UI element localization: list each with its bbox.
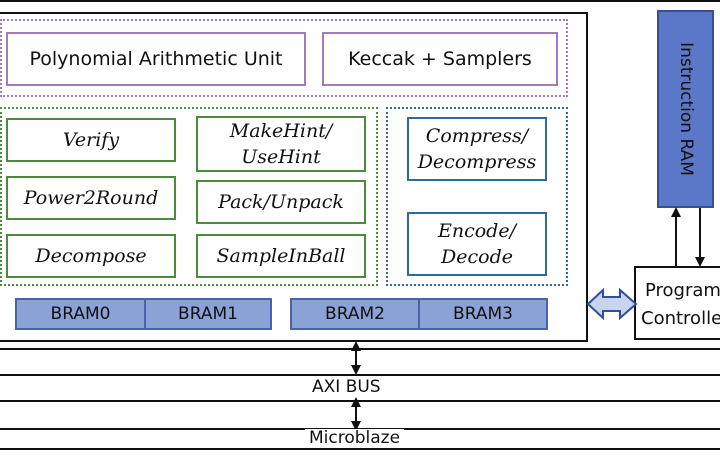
bram2-block: BRAM2 [290, 298, 420, 330]
encode-decode-unit: Encode/ Decode [407, 212, 547, 276]
controller-label: Controller [641, 308, 720, 329]
blue-units-group [386, 107, 568, 286]
decompose-unit: Decompose [6, 234, 176, 278]
microblaze-line-bottom [0, 448, 720, 450]
microblaze-label: Microblaze [305, 429, 405, 447]
main-core-block [0, 12, 588, 342]
pack-unpack-unit: Pack/Unpack [196, 180, 366, 224]
polynomial-arithmetic-unit: Polynomial Arithmetic Unit [6, 32, 306, 86]
keccak-samplers-unit: Keccak + Samplers [322, 32, 558, 86]
compress-decompress-unit: Compress/ Decompress [407, 117, 547, 181]
core-controller-double-arrow [586, 287, 638, 321]
compress-label: Compress/ [425, 125, 529, 147]
bram1-block: BRAM1 [144, 298, 272, 330]
axi-bus-line-top [0, 374, 720, 376]
bram3-block: BRAM3 [418, 298, 548, 330]
decompress-label: Decompress [417, 151, 537, 173]
verify-unit: Verify [6, 118, 176, 162]
axi-bus-line-bottom [0, 400, 720, 402]
decode-label: Decode [441, 246, 513, 268]
encode-label: Encode/ [438, 220, 516, 242]
usehint-label: UseHint [241, 146, 321, 168]
instruction-ram-block: Instruction RAM [657, 10, 714, 208]
program-label: Program [645, 280, 720, 301]
makehint-label: MakeHint/ [229, 120, 333, 142]
makehint-usehint-unit: MakeHint/ UseHint [196, 116, 366, 172]
core-bus-line [0, 348, 720, 350]
power2round-unit: Power2Round [6, 176, 176, 220]
axi-bus-label: AXI BUS [308, 378, 385, 396]
program-controller-block: Program Controller [634, 266, 720, 340]
green-units-group [0, 107, 378, 286]
top-units-group [0, 19, 568, 97]
bram0-block: BRAM0 [15, 298, 146, 330]
sampleinball-unit: SampleInBall [196, 234, 366, 278]
top-border-line [0, 0, 720, 2]
